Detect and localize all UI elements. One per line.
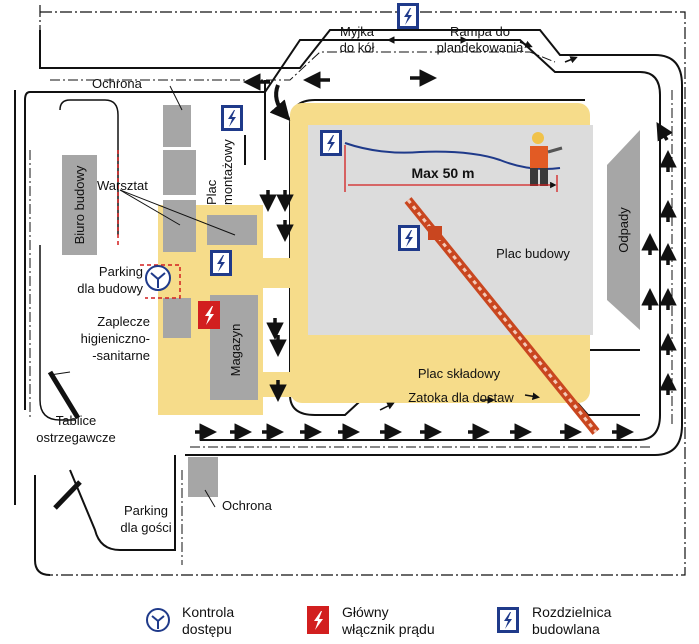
legend-label: budowlana [532, 621, 600, 637]
label-zaplecze-2: higieniczno- [81, 331, 150, 346]
legend-label: Główny [342, 604, 389, 620]
label-max-50m: Max 50 m [411, 165, 474, 181]
site-office [62, 155, 97, 255]
traffic-arrows [195, 69, 677, 441]
guard-house-bottom [188, 457, 218, 497]
legend: Kontrola dostępu Główny włącznik prądu R… [146, 604, 612, 637]
label-odpady: Odpady [616, 207, 631, 253]
distribution-board-icon [497, 607, 519, 633]
legend-label: dostępu [182, 621, 232, 637]
power-cable [344, 142, 561, 170]
waste-area [607, 130, 640, 330]
warning-boards [47, 370, 82, 510]
label-parking-budowy-1: Parking [99, 264, 143, 279]
legend-label: włącznik prądu [341, 621, 435, 637]
distribution-board-icon [398, 225, 420, 251]
max-50m-dimension [344, 145, 558, 192]
legend-item-access-control: Kontrola dostępu [146, 604, 234, 637]
legend-label: Kontrola [182, 604, 234, 620]
main-switch-icon [198, 301, 220, 329]
label-rampa-1: Rampa do [450, 24, 510, 39]
tower-crane [404, 197, 600, 435]
worker-figure [530, 132, 563, 186]
label-warsztat: Warsztat [97, 178, 148, 193]
access-control-icon [146, 608, 170, 632]
legend-item-distribution-board: Rozdzielnica budowlana [497, 604, 612, 637]
label-plac-montazowy-1: Plac [204, 179, 219, 205]
label-plac-budowy: Plac budowy [496, 246, 570, 261]
distribution-board-icon [320, 130, 342, 156]
label-biuro-budowy: Biuro budowy [72, 165, 87, 244]
label-plac-montazowy-2: montażowy [220, 139, 235, 205]
guard-house-top [163, 105, 191, 147]
label-zaplecze-1: Zaplecze [97, 314, 150, 329]
construction-site-area [308, 125, 593, 335]
label-myjka-1: Myjka [340, 24, 375, 39]
leader-lines [49, 85, 236, 508]
workshop [163, 150, 196, 195]
distribution-board-icon [210, 250, 232, 276]
label-parking-budowy-2: dla budowy [77, 281, 143, 296]
distribution-board-icon [397, 3, 419, 29]
fence-lines [117, 150, 181, 299]
label-rampa-2: plandekowania [437, 40, 525, 55]
main-switch-icon [307, 606, 329, 634]
label-plac-skladowy: Plac składowy [418, 366, 501, 381]
label-myjka-2: do kół [340, 40, 375, 55]
access-control-icon [145, 265, 171, 291]
label-zaplecze-3: -sanitarne [92, 348, 150, 363]
legend-item-main-switch: Główny włącznik prądu [307, 604, 435, 637]
label-parking-gosci-1: Parking [124, 503, 168, 518]
legend-label: Rozdzielnica [532, 604, 612, 620]
label-magazyn: Magazyn [228, 324, 243, 377]
distribution-board-icon [221, 105, 243, 131]
label-ochrona-top: Ochrona [92, 76, 143, 91]
label-parking-gosci-2: dla gości [120, 520, 171, 535]
office-block-outline [39, 99, 119, 421]
label-tablice-1: Tablice [56, 413, 96, 428]
label-tablice-2: ostrzegawcze [36, 430, 115, 445]
label-ochrona-bottom: Ochrona [222, 498, 273, 513]
label-zatoka: Zatoka dla dostaw [408, 390, 514, 405]
